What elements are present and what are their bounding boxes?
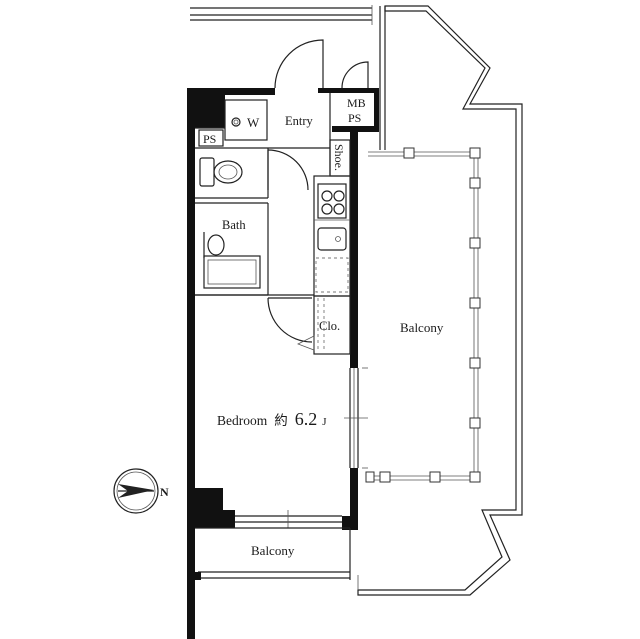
rail-post (469, 297, 481, 309)
compass-north-icon (113, 468, 159, 514)
toilet-icon (199, 157, 243, 187)
rail-post (469, 147, 481, 159)
rail-post (469, 417, 481, 429)
ps-label: PS (203, 132, 216, 146)
door-swings (267, 39, 369, 351)
rail-post (469, 357, 481, 369)
shoe-label: Shoe. (332, 144, 346, 171)
rail-post (469, 177, 481, 189)
washer-label: W (247, 115, 260, 130)
balcony-railing (365, 147, 481, 483)
rail-post (403, 147, 415, 159)
entry-label: Entry (285, 114, 314, 128)
washbasin-icon (203, 232, 225, 258)
balcony-bottom-label: Balcony (251, 543, 295, 558)
sink-icon (317, 227, 347, 251)
rail-post (429, 471, 441, 483)
bedroom-size-unit: J (322, 416, 327, 428)
bedroom-name: Bedroom (217, 413, 268, 428)
washer-icon (231, 117, 241, 127)
rail-post (469, 471, 481, 483)
mb-ps-label: PS (348, 111, 361, 125)
rail-post (469, 237, 481, 249)
stove-icon (317, 183, 347, 219)
bedroom-size-value: 6.2 (295, 409, 318, 429)
bedroom-size-prefix: 約 (274, 413, 288, 428)
closet-label: Clo. (319, 319, 340, 333)
mb-label: MB (347, 96, 366, 110)
balcony-outline (357, 5, 523, 596)
rail-post (379, 471, 391, 483)
walls (187, 88, 379, 639)
compass-north-label: N (160, 485, 169, 499)
balcony-main-label: Balcony (400, 320, 444, 335)
bedroom-label: Bedroom 約 6.2 J (217, 409, 327, 429)
top-corridor (190, 5, 373, 25)
rail-post (365, 471, 375, 483)
bath-label: Bath (222, 218, 246, 232)
